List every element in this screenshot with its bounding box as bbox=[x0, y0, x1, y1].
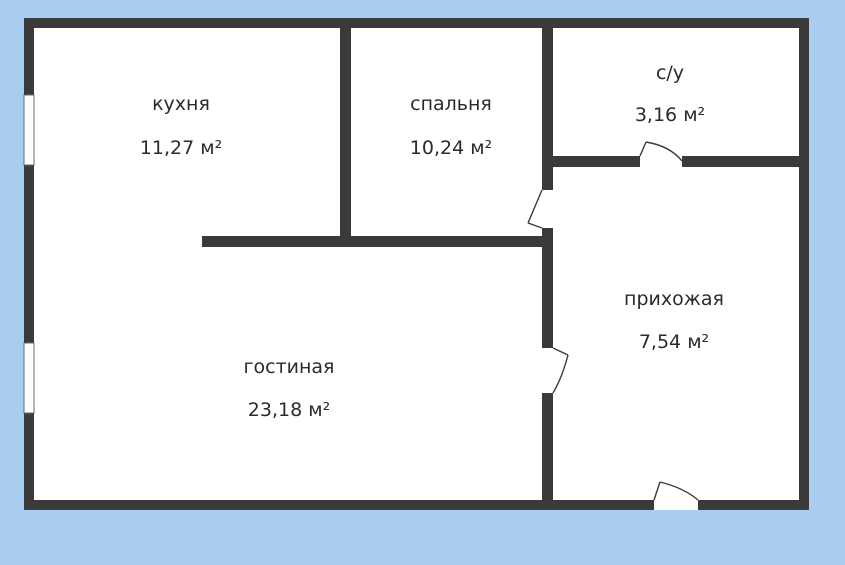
room-area-hallway: 7,54 м² bbox=[639, 331, 709, 353]
outer-wall-left bbox=[24, 18, 34, 510]
room-area-bedroom: 10,24 м² bbox=[410, 137, 492, 159]
entrance-gap bbox=[654, 500, 698, 510]
room-area-bathroom: 3,16 м² bbox=[635, 104, 705, 126]
door-living bbox=[552, 347, 569, 394]
wall-bath-hallway-left bbox=[542, 156, 640, 167]
wall-kitchen-living bbox=[202, 236, 552, 247]
outer-wall-top bbox=[24, 18, 809, 28]
window-kitchen bbox=[23, 94, 35, 166]
room-area-kitchen: 11,27 м² bbox=[140, 137, 222, 159]
door-bedroom bbox=[527, 189, 543, 229]
wall-bath-hallway-right bbox=[682, 156, 809, 167]
room-name-kitchen: кухня bbox=[152, 93, 210, 115]
door-bathroom bbox=[639, 141, 683, 162]
room-name-bedroom: спальня bbox=[410, 93, 492, 115]
room-name-hallway: прихожая bbox=[624, 288, 724, 310]
door-entrance bbox=[653, 481, 699, 501]
room-name-living: гостиная bbox=[244, 356, 335, 378]
wall-living-hallway-lower bbox=[542, 393, 553, 510]
room-name-bathroom: с/у bbox=[656, 62, 684, 84]
wall-bedroom-bath bbox=[542, 18, 553, 190]
wall-kitchen-bedroom bbox=[340, 18, 351, 240]
wall-living-hallway-upper bbox=[542, 228, 553, 348]
outer-wall-right bbox=[799, 18, 809, 510]
room-area-living: 23,18 м² bbox=[248, 399, 330, 421]
window-living bbox=[23, 342, 35, 414]
floor bbox=[24, 18, 809, 510]
outer-wall-bottom bbox=[24, 500, 809, 510]
